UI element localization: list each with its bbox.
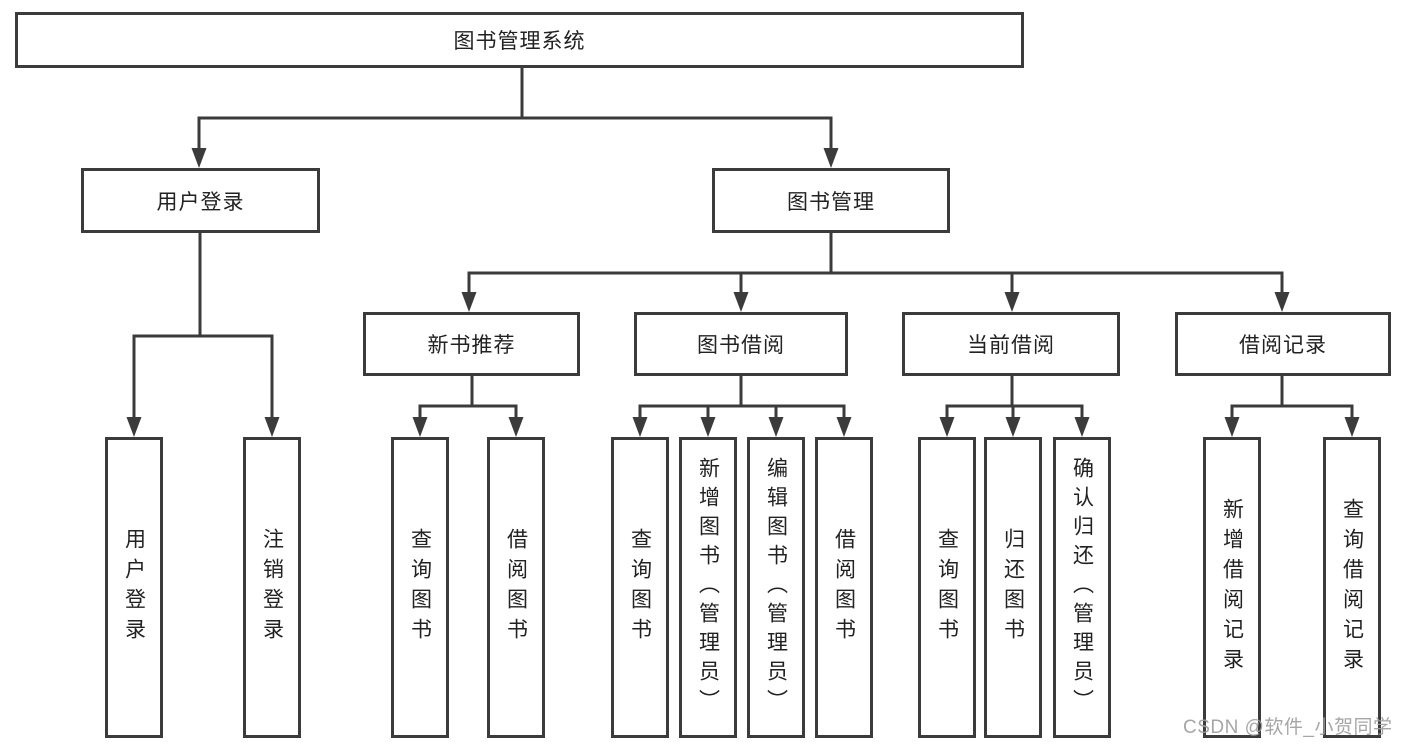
leaf-label: 新增借阅记录: [1220, 497, 1244, 678]
leaf-label: 编辑图书（管理员）: [764, 457, 788, 718]
leaf-query-books-recommend: 查询图书: [391, 437, 449, 738]
leaf-label: 查询图书: [935, 527, 959, 648]
node-label: 当前借阅: [967, 334, 1055, 357]
leaf-add-borrow-record: 新增借阅记录: [1203, 437, 1261, 738]
node-label: 图书管理: [787, 190, 875, 214]
node-label: 新书推荐: [427, 334, 516, 357]
leaf-borrow-books: 借阅图书: [815, 437, 873, 738]
node-borrow-record: 借阅记录: [1175, 312, 1391, 376]
leaf-add-book-admin: 新增图书（管理员）: [679, 437, 737, 738]
leaf-label: 查询图书: [628, 527, 652, 648]
node-label: 图书借阅: [697, 334, 785, 357]
node-current-borrow: 当前借阅: [902, 312, 1120, 376]
leaf-query-borrow-record: 查询借阅记录: [1323, 437, 1381, 738]
leaf-label: 确认归还（管理员）: [1070, 457, 1094, 718]
leaf-label: 查询图书: [408, 527, 432, 648]
node-user-login: 用户登录: [81, 168, 320, 233]
leaf-label: 归还图书: [1001, 527, 1025, 648]
node-label: 用户登录: [156, 190, 245, 214]
node-label: 借阅记录: [1239, 334, 1327, 357]
node-book-management: 图书管理: [712, 168, 950, 233]
leaf-query-books-borrow: 查询图书: [611, 437, 669, 738]
leaf-label: 注销登录: [260, 527, 284, 648]
leaf-edit-book-admin: 编辑图书（管理员）: [747, 437, 805, 738]
leaf-label: 借阅图书: [832, 527, 856, 648]
csdn-watermark: CSDN @软件_小贺同学: [1183, 717, 1393, 738]
leaf-label: 用户登录: [122, 527, 146, 648]
leaf-return-book: 归还图书: [984, 437, 1042, 738]
node-library-management-system: 图书管理系统: [15, 12, 1024, 68]
node-book-borrow: 图书借阅: [634, 312, 848, 376]
leaf-query-books-current: 查询图书: [918, 437, 976, 738]
node-new-book-recommend: 新书推荐: [363, 312, 580, 376]
leaf-logout: 注销登录: [243, 437, 301, 738]
leaf-user-login: 用户登录: [105, 437, 163, 738]
leaf-label: 查询借阅记录: [1340, 497, 1364, 678]
leaf-label: 新增图书（管理员）: [696, 457, 720, 718]
leaf-borrow-books-recommend: 借阅图书: [487, 437, 545, 738]
node-label: 图书管理系统: [453, 30, 586, 53]
leaf-confirm-return-admin: 确认归还（管理员）: [1053, 437, 1111, 738]
leaf-label: 借阅图书: [504, 527, 528, 648]
